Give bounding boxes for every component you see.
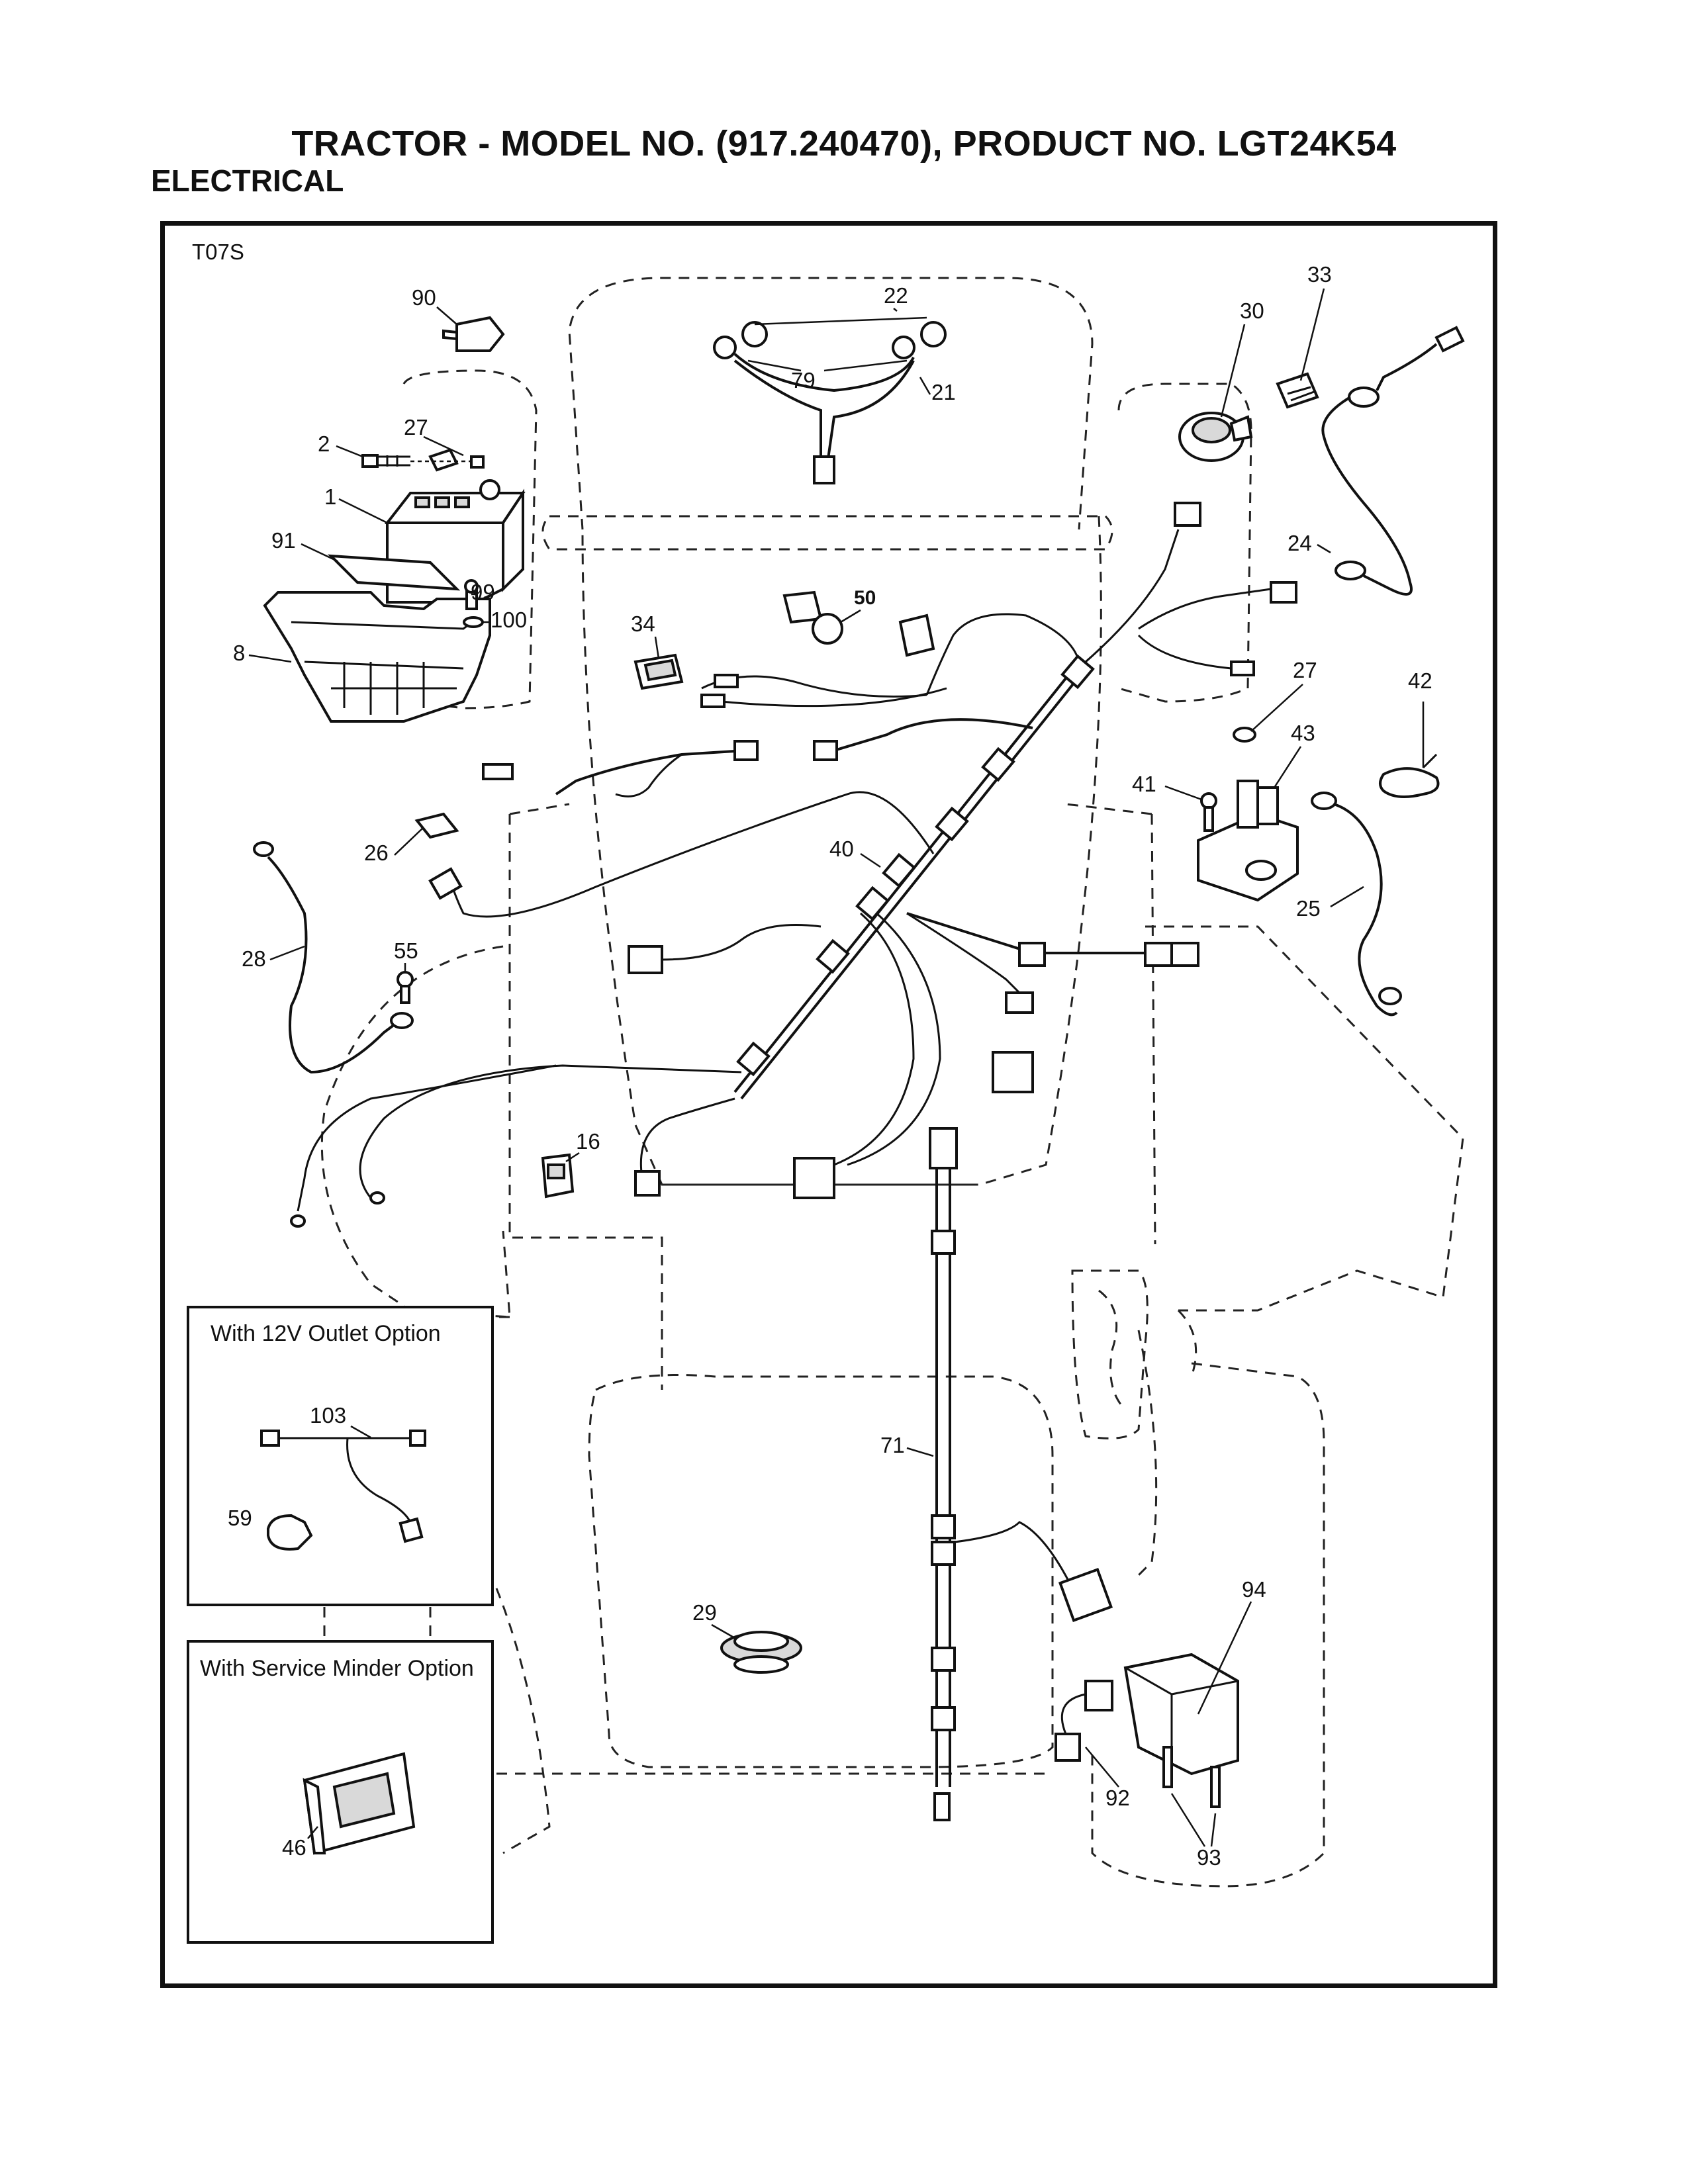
battery-cable-24	[1321, 326, 1465, 596]
starter-solenoid	[1197, 780, 1299, 902]
callout-103: 103	[310, 1403, 346, 1428]
screws-93	[1162, 1746, 1221, 1808]
bolt-41	[1200, 792, 1217, 832]
connector-92	[1055, 1680, 1113, 1762]
switch-50	[782, 590, 843, 645]
callout-25: 25	[1296, 896, 1321, 921]
switch-34	[633, 653, 684, 690]
callout-26: 26	[364, 841, 389, 865]
ignition-switch	[1178, 412, 1253, 462]
callout-2: 2	[318, 432, 330, 456]
callout-59: 59	[228, 1506, 252, 1530]
nut-27	[1233, 727, 1256, 743]
callout-71: 71	[880, 1433, 905, 1457]
section-title: ELECTRICAL	[151, 163, 344, 198]
callout-50: 50	[854, 587, 876, 609]
terminal-boot	[1379, 753, 1440, 798]
module-94	[1123, 1653, 1239, 1776]
relay-16	[541, 1153, 575, 1199]
ground-terminals	[290, 1191, 385, 1228]
callout-24: 24	[1288, 531, 1312, 555]
seat-switch	[720, 1631, 802, 1674]
callout-1: 1	[324, 484, 336, 509]
harness-clips	[736, 654, 1095, 1077]
fuse	[414, 812, 459, 839]
seat-harness	[929, 1127, 1113, 1821]
callout-27-right: 27	[1293, 658, 1317, 682]
hold-down-bar	[327, 554, 461, 591]
ignition-plug	[1276, 372, 1319, 409]
callout-28: 28	[242, 946, 266, 971]
callout-100: 100	[491, 608, 527, 632]
callout-94: 94	[1242, 1577, 1266, 1602]
diagram-code: T07S	[192, 240, 244, 264]
diagram-frame	[160, 221, 1497, 1988]
inset-service-minder: With Service Minder Option 46	[187, 1640, 494, 1944]
callout-33: 33	[1307, 262, 1332, 287]
callout-43: 43	[1291, 721, 1315, 745]
callout-41: 41	[1132, 772, 1156, 796]
callout-27-top: 27	[404, 415, 428, 439]
callout-16: 16	[576, 1129, 600, 1154]
callout-79: 79	[791, 368, 816, 392]
battery-cable-25	[1311, 792, 1402, 1017]
screw-55	[397, 971, 414, 1004]
callout-99: 99	[471, 580, 495, 604]
callout-40: 40	[829, 837, 854, 861]
callout-30: 30	[1240, 298, 1264, 323]
part-90	[442, 316, 505, 352]
inset-service-title: With Service Minder Option	[200, 1656, 474, 1681]
ground-cable-28	[253, 841, 414, 1074]
bolt-part	[361, 454, 379, 468]
inset-12v-outlet: With 12V Outlet Option 103 59	[187, 1306, 494, 1606]
battery-tray	[263, 591, 491, 723]
callout-55: 55	[394, 938, 418, 963]
callout-90: 90	[412, 285, 436, 310]
callout-42: 42	[1408, 668, 1432, 693]
inset-12v-title: With 12V Outlet Option	[211, 1321, 441, 1346]
callout-46: 46	[282, 1835, 306, 1860]
tractor-outline	[320, 277, 1464, 1888]
callout-91: 91	[271, 528, 296, 553]
callout-93: 93	[1197, 1845, 1221, 1870]
battery-assembly	[263, 448, 526, 723]
callout-8: 8	[233, 641, 245, 665]
callout-34: 34	[631, 612, 655, 636]
callout-22: 22	[884, 283, 908, 308]
callout-21: 21	[931, 380, 956, 404]
callout-92: 92	[1105, 1786, 1130, 1810]
headlight-harness	[713, 321, 947, 484]
callout-labels: 90 27 2 1 91 99 100 8 22 79 21 30 33 24 …	[233, 262, 1432, 1870]
callout-29: 29	[692, 1600, 717, 1625]
decal	[898, 614, 935, 657]
page-title: TRACTOR - MODEL NO. (917.240470), PRODUC…	[291, 124, 1397, 163]
